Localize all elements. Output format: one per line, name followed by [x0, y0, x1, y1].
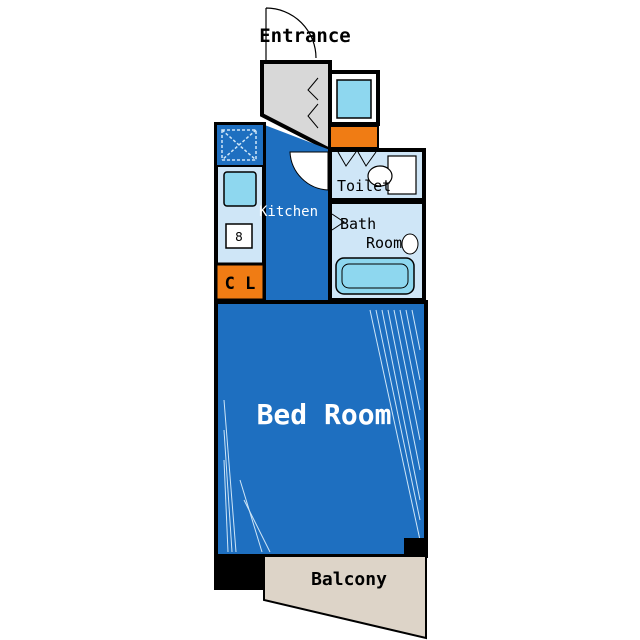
toilet-icon [367, 155, 417, 195]
kitchen-door-icon [289, 151, 329, 191]
entrance-label: Entrance [259, 25, 351, 47]
bath-label-line1: Bath [340, 215, 376, 233]
bathtub-icon [335, 257, 415, 295]
window-light-lines [223, 309, 421, 553]
balcony-floor [263, 555, 427, 640]
kitchen-label: Kitchen [259, 204, 318, 220]
bedroom-label: Bed Room [257, 398, 392, 431]
entrance-door-icon [265, 7, 317, 62]
balcony-label: Balcony [311, 569, 387, 590]
toilet-label: Toilet [337, 177, 391, 195]
bath-door-icon [331, 213, 345, 231]
sink-icon [223, 171, 257, 207]
stove-icon [225, 223, 253, 249]
utility-space [329, 125, 379, 149]
washing-machine-icon [221, 129, 257, 161]
closet-label: C L [225, 274, 256, 294]
svg-text:8: 8 [235, 230, 243, 244]
washbasin-icon [401, 233, 419, 255]
shoe-cabinet-icon [336, 79, 372, 119]
entrance-inner-door-icon [307, 77, 319, 129]
bath-label-line2: Room [366, 234, 402, 252]
toilet-door-icon [337, 151, 377, 167]
